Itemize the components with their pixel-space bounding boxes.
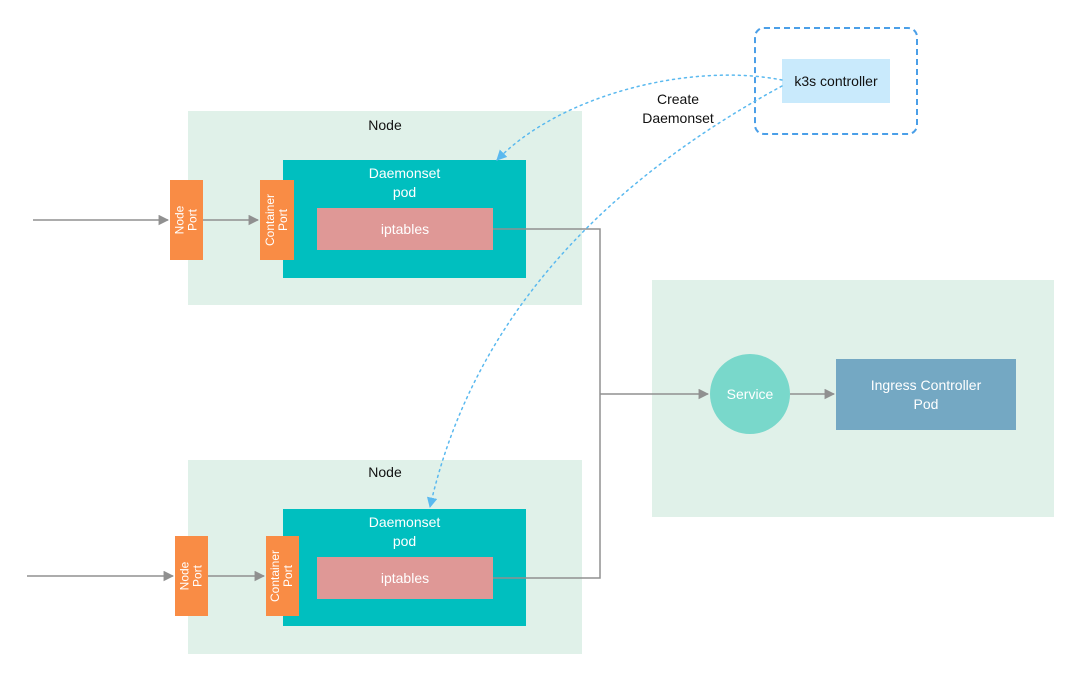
container-port-top: Container Port <box>260 180 294 260</box>
node-bottom-label: Node <box>368 464 402 480</box>
daemonset-pod-top-label: Daemonset pod <box>283 164 526 202</box>
node-port-bottom-label-line2: Port <box>190 565 205 588</box>
daemonset-pod-top-label-line1: Daemonset <box>368 165 441 181</box>
ingress-controller-label-line1: Ingress Controller <box>870 376 982 393</box>
container-port-bottom-label: Container Port <box>269 550 296 602</box>
create-daemonset-label-line1: Create <box>656 91 700 107</box>
k3s-controller: k3s controller <box>782 59 890 103</box>
daemonset-pod-bottom-label-line2: pod <box>392 533 417 549</box>
node-port-bottom: Node Port <box>175 536 208 616</box>
node-port-top: Node Port <box>170 180 203 260</box>
iptables-bottom: iptables <box>317 557 493 599</box>
container-port-bottom: Container Port <box>266 536 299 616</box>
node-port-top-label: Node Port <box>173 206 200 235</box>
ingress-controller-pod: Ingress Controller Pod <box>836 359 1016 430</box>
container-port-top-label: Container Port <box>263 194 290 246</box>
container-port-bottom-label-line2: Port <box>281 565 296 588</box>
node-port-top-label-line2: Port <box>185 209 200 232</box>
node-top-label: Node <box>368 117 402 133</box>
create-daemonset-label: Create Daemonset <box>624 90 732 128</box>
daemonset-pod-top-label-line2: pod <box>392 184 417 200</box>
iptables-top: iptables <box>317 208 493 250</box>
ingress-controller-label-line2: Pod <box>913 395 939 412</box>
create-daemonset-label-line2: Daemonset <box>642 110 714 126</box>
node-port-bottom-label: Node Port <box>178 562 205 591</box>
container-port-top-label-line2: Port <box>276 209 290 232</box>
service-circle: Service <box>710 354 790 434</box>
daemonset-pod-bottom-label-line1: Daemonset <box>368 514 441 530</box>
daemonset-pod-bottom-label: Daemonset pod <box>283 513 526 551</box>
